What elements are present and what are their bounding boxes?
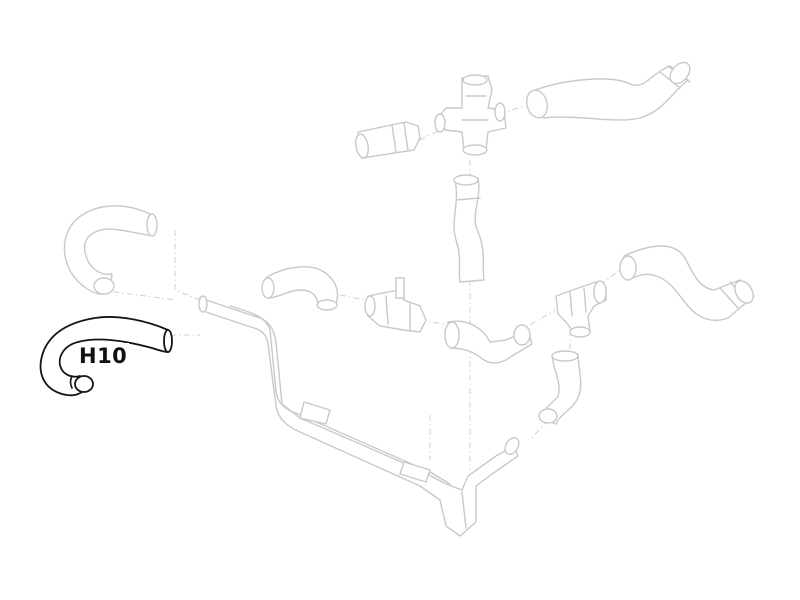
coolant-pipe-assembly	[198, 295, 520, 537]
top-right-long-hose	[525, 61, 691, 121]
part-callout-label: H10	[77, 343, 130, 369]
center-elbow	[444, 320, 533, 364]
vertical-center-hose	[453, 174, 485, 283]
center-valve	[364, 277, 427, 333]
right-long-hose	[619, 245, 755, 322]
bent-hose-icon[interactable]	[39, 316, 173, 397]
left-elbow-hose	[261, 266, 339, 311]
right-small-elbow	[538, 350, 582, 425]
right-tee-fitting	[555, 280, 607, 338]
top-straight-connector	[355, 121, 421, 159]
left-u-hose	[63, 205, 158, 295]
top-cross-fitting	[434, 74, 507, 156]
